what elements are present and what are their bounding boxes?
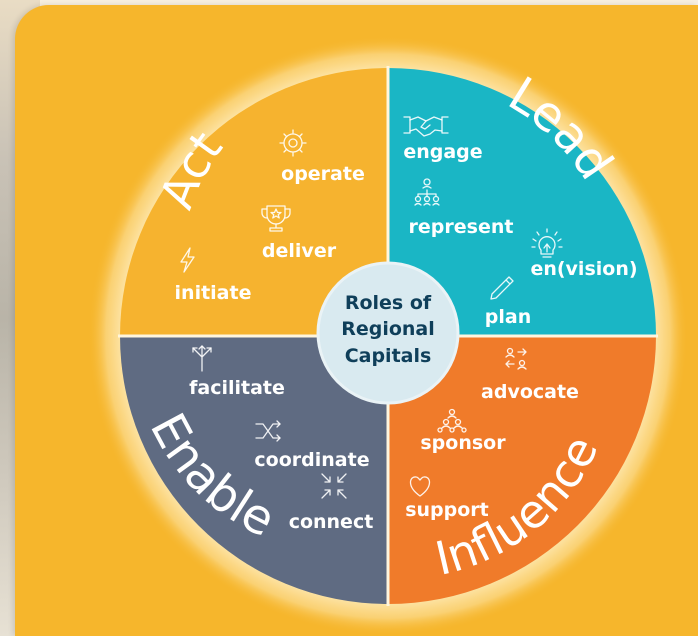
item-envision: en(vision) <box>530 258 637 280</box>
item-advocate: advocate <box>481 381 579 403</box>
quadrant-enable <box>120 336 388 604</box>
item-represent: represent <box>409 216 514 238</box>
center-label-line1: Roles of <box>345 292 432 314</box>
hierarchy-icon <box>414 178 440 206</box>
item-plan: plan <box>485 306 531 328</box>
item-engage: engage <box>403 141 482 163</box>
quadrant-influence <box>388 336 656 604</box>
trophy-icon <box>261 205 291 232</box>
gear-icon <box>279 129 307 157</box>
item-operate: operate <box>281 163 365 185</box>
heart-icon <box>409 476 431 497</box>
item-support: support <box>405 499 489 521</box>
arrows-inward-icon <box>321 473 347 499</box>
item-deliver: deliver <box>262 240 337 262</box>
quadrant-act <box>120 68 388 336</box>
center-label-line2: Regional <box>341 318 435 340</box>
handshake-icon <box>403 116 449 137</box>
item-initiate: initiate <box>175 282 252 304</box>
people-exchange-icon <box>505 347 527 370</box>
item-coordinate: coordinate <box>254 449 369 471</box>
people-group-icon <box>437 408 467 433</box>
pencil-icon <box>490 276 514 300</box>
item-connect: connect <box>289 511 374 533</box>
arrows-split-icon <box>192 345 212 372</box>
item-sponsor: sponsor <box>420 432 506 454</box>
quadrant-lead <box>388 68 656 336</box>
lightbulb-icon <box>531 228 563 258</box>
center-label-line3: Capitals <box>345 345 432 367</box>
center-disc <box>316 261 460 405</box>
shuffle-icon <box>255 420 281 442</box>
item-facilitate: facilitate <box>189 377 285 399</box>
lightning-icon <box>180 247 195 273</box>
